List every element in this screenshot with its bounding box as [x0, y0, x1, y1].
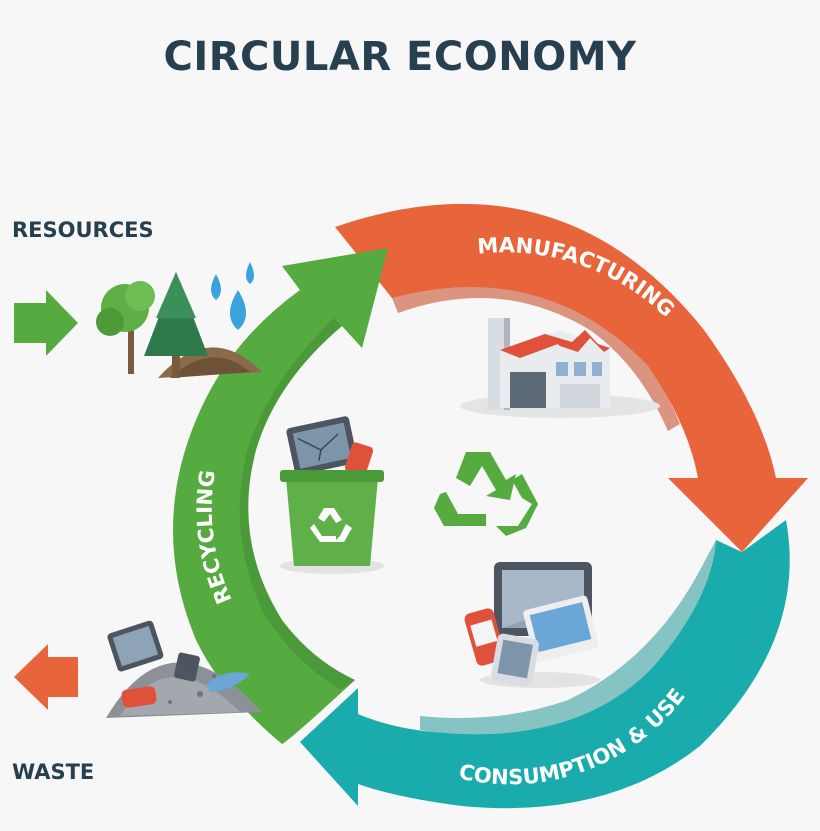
recycle-symbol-icon	[434, 452, 538, 536]
resources-label: RESOURCES	[12, 218, 154, 242]
in-arrow-icon	[14, 290, 78, 356]
resources-illustration	[96, 262, 262, 378]
out-arrow-icon	[14, 644, 78, 710]
devices-icon	[464, 562, 600, 688]
factory-icon	[460, 318, 660, 418]
waste-label: WASTE	[12, 760, 95, 784]
water-drop-icon	[211, 262, 254, 330]
pine-tree-icon	[144, 272, 208, 378]
page-title: CIRCULAR ECONOMY	[163, 34, 637, 80]
recycling-bin-icon	[280, 416, 384, 574]
tree-icon	[96, 281, 155, 374]
waste-pile-icon	[106, 620, 262, 718]
consumption-arc	[300, 520, 790, 809]
manufacturing-arc	[335, 203, 808, 552]
